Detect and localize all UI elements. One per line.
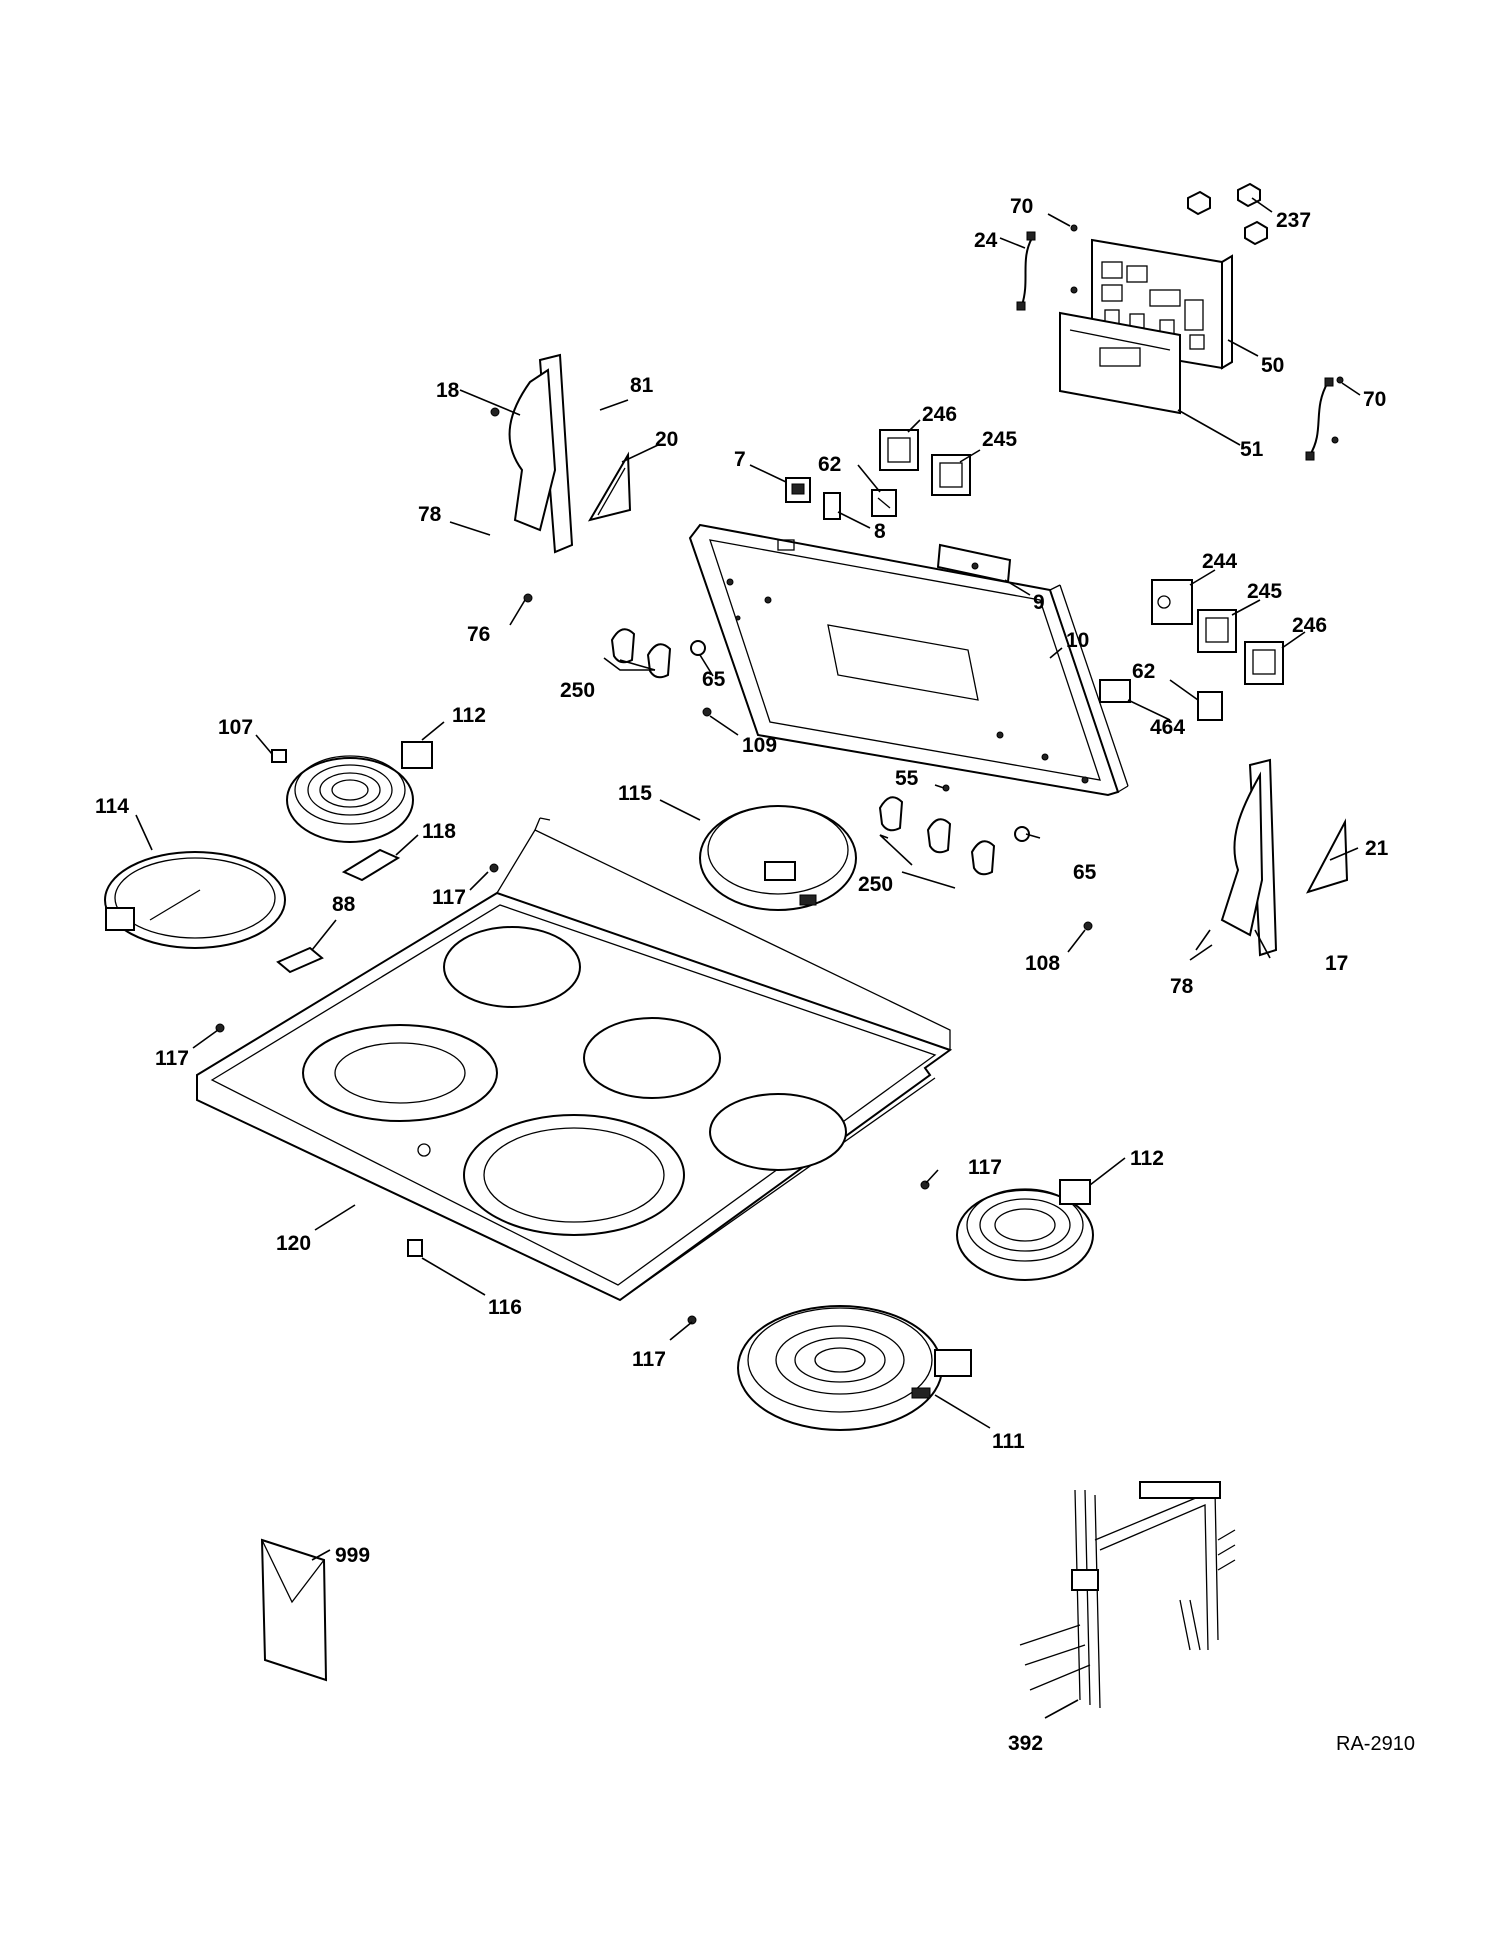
callout-70: 70 — [1010, 195, 1033, 218]
knobs-250-lower — [878, 796, 996, 876]
radiant-element-112-top — [286, 741, 433, 843]
leader-lines — [135, 197, 1361, 1719]
callout-116: 116 — [488, 1296, 522, 1319]
callout-78: 78 — [1170, 975, 1194, 998]
callout-464: 464 — [1150, 716, 1185, 739]
radiant-element-114 — [104, 851, 286, 949]
callout-62: 62 — [1132, 660, 1155, 683]
callout-117: 117 — [632, 1348, 666, 1371]
callout-70: 70 — [1363, 388, 1386, 411]
callout-250: 250 — [858, 873, 893, 896]
wire-harness-right-small — [1305, 377, 1334, 461]
insulation-88 — [276, 946, 324, 974]
bracket-20 — [587, 451, 632, 522]
indicator-light-8 — [823, 492, 841, 520]
callout-392: 392 — [1008, 1732, 1043, 1755]
control-panel-backguard — [688, 523, 1129, 797]
callout-76: 76 — [467, 623, 490, 646]
infinite-switch-244 — [1151, 579, 1193, 625]
callout-244: 244 — [1202, 550, 1237, 573]
callout-10: 10 — [1066, 629, 1089, 652]
callout-117: 117 — [968, 1156, 1002, 1179]
callout-65: 65 — [702, 668, 726, 691]
callout-81: 81 — [630, 374, 654, 397]
main-wire-harness-392 — [1019, 1481, 1236, 1709]
side-trim-18 — [508, 353, 574, 554]
rocker-switch-7 — [785, 477, 811, 503]
callout-55: 55 — [895, 767, 919, 790]
callout-17: 17 — [1325, 952, 1348, 975]
callout-246: 246 — [922, 403, 957, 426]
infinite-switch-245 — [1197, 609, 1237, 653]
callout-246: 246 — [1292, 614, 1327, 637]
callout-9: 9 — [1033, 591, 1045, 614]
callout-109: 109 — [742, 734, 777, 757]
callout-237: 237 — [1276, 209, 1311, 232]
relay-62-right — [1197, 691, 1223, 721]
callout-50: 50 — [1261, 354, 1284, 377]
infinite-switch-245-top — [931, 454, 971, 496]
screws-70 — [1070, 224, 1344, 444]
callout-107: 107 — [218, 716, 253, 739]
callout-78: 78 — [418, 503, 442, 526]
radiant-element-112-bottom — [956, 1179, 1094, 1281]
small-screws — [215, 407, 1093, 1325]
literature-envelope-999 — [260, 1538, 328, 1682]
callout-245: 245 — [1247, 580, 1282, 603]
callout-999: 999 — [335, 1544, 370, 1567]
callout-labels: 70 237 24 50 70 51 18 81 20 78 246 245 7… — [95, 195, 1415, 1755]
clip-icons-237 — [1187, 182, 1268, 246]
control-board-bracket — [1059, 311, 1181, 415]
callout-108: 108 — [1025, 952, 1060, 975]
limiter-118 — [341, 848, 401, 882]
knob-collar-65-upper — [690, 640, 706, 656]
clip-116 — [407, 1239, 423, 1257]
bracket-21 — [1305, 818, 1349, 894]
callout-20: 20 — [655, 428, 678, 451]
drawing-code: RA-2910 — [1336, 1733, 1415, 1755]
callout-250: 250 — [560, 679, 595, 702]
callout-117: 117 — [432, 886, 466, 909]
relay-62-top — [871, 489, 897, 517]
radiant-element-115 — [699, 805, 857, 911]
callout-120: 120 — [276, 1232, 311, 1255]
callout-115: 115 — [618, 782, 652, 805]
cooktop-glass-120 — [196, 817, 953, 1302]
callout-24: 24 — [974, 229, 998, 252]
wire-harness-left-small — [1016, 231, 1036, 311]
callout-18: 18 — [436, 379, 460, 402]
callout-112: 112 — [1130, 1147, 1164, 1170]
callout-62: 62 — [818, 453, 841, 476]
callout-245: 245 — [982, 428, 1017, 451]
callout-118: 118 — [422, 820, 456, 843]
infinite-switch-246 — [1244, 641, 1284, 685]
callout-114: 114 — [95, 795, 129, 818]
terminal-block-464 — [1099, 679, 1131, 703]
dual-element-111 — [737, 1305, 972, 1431]
callout-7: 7 — [734, 448, 746, 471]
terminal-clip-107 — [271, 749, 287, 763]
side-trim-17 — [1220, 758, 1278, 957]
callout-65: 65 — [1073, 861, 1097, 884]
callout-112: 112 — [452, 704, 486, 727]
callout-8: 8 — [874, 520, 886, 543]
callout-117: 117 — [155, 1047, 189, 1070]
callout-51: 51 — [1240, 438, 1264, 461]
infinite-switch-246-top — [879, 429, 919, 471]
callout-111: 111 — [992, 1430, 1025, 1453]
callout-88: 88 — [332, 893, 356, 916]
knob-collar-65-lower — [1014, 826, 1030, 842]
callout-21: 21 — [1365, 837, 1389, 860]
